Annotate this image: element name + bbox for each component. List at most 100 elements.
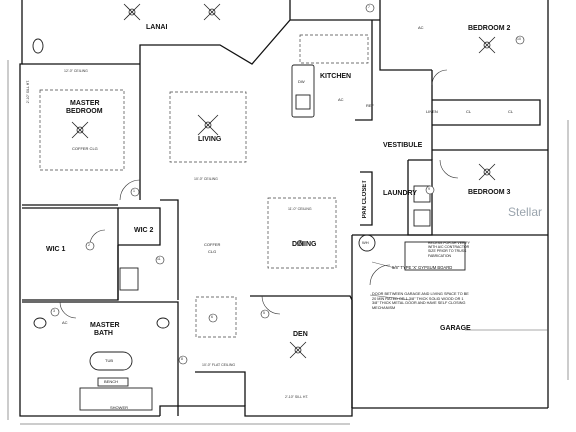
wic-walls	[22, 207, 119, 301]
garage-ac-pad	[404, 241, 466, 271]
marker-10: 10	[517, 37, 521, 41]
wic2-walls	[118, 207, 161, 246]
room-label-kitchen: KITCHEN	[320, 73, 352, 80]
ref-label: REF	[366, 103, 374, 108]
ceiling-label-master: 12'-0" CEILING	[64, 69, 88, 73]
door-swing-den	[261, 295, 281, 315]
bath-ceiling-box	[195, 296, 237, 338]
sill-height-bottom: 2'-10" SILL HT.	[285, 395, 309, 399]
kitchen-dashed-box	[299, 34, 369, 64]
living-coffer-box	[169, 91, 247, 163]
door-swing-bed3	[439, 159, 459, 179]
kitchen-east-wall	[355, 20, 373, 121]
garage-door-note: DOOR BETWEEN GARAGE AND LIVING SPACE TO …	[372, 292, 469, 310]
sink-bath-2	[156, 317, 170, 329]
room-label-bedroom2: BEDROOM 2	[468, 25, 511, 32]
master-bath-walls	[22, 301, 179, 416]
wh-label: WH	[362, 240, 369, 245]
fan-dining	[297, 240, 303, 246]
room-label-dining: DINING	[292, 241, 317, 248]
marker-circle-10	[155, 255, 165, 265]
room-label-bedroom3: BEDROOM 3	[468, 189, 511, 196]
ac-label-kitchen: AC	[338, 97, 344, 102]
exterior-wall-north-west	[19, 0, 160, 417]
fan-master-bedroom	[71, 121, 89, 139]
room-label-wic1: WIC 1	[46, 246, 66, 253]
marker-1: 1	[133, 189, 135, 193]
room-label-master-bath-1: MASTER	[90, 322, 120, 329]
marker-circle-2	[85, 241, 95, 251]
hall-wall	[160, 199, 179, 300]
coffer-clg-line2: CLG	[208, 249, 217, 254]
coffer-clg-line1: COFFER	[204, 242, 221, 247]
laundry-walls	[407, 159, 433, 236]
leader-door-note	[369, 294, 411, 301]
marker-3: 3	[53, 309, 55, 313]
ceiling-label-flat: 10'-0" FLAT CEILING	[202, 363, 236, 367]
room-label-master-bedroom-2: BEDROOM	[66, 108, 103, 115]
shower-label: SHOWER	[110, 405, 128, 410]
marker-circle-5	[208, 313, 218, 323]
marker-circle-4	[260, 309, 270, 319]
ceiling-label-living: 10'-0" CEILING	[194, 177, 218, 181]
leader-gypsum	[371, 261, 396, 269]
toilet-master	[119, 267, 139, 291]
shower	[79, 387, 153, 411]
room-label-garage: GARAGE	[440, 325, 471, 332]
dryer	[413, 209, 431, 227]
closet-walls	[195, 371, 246, 406]
watermark-text: Stellar	[508, 205, 543, 219]
door-swing-master	[119, 179, 141, 201]
room-label-wic2: WIC 2	[134, 227, 154, 234]
water-heater	[358, 234, 376, 252]
cl-label-2: CL	[508, 109, 514, 114]
ceiling-label-dining: 11'-0" CEILING	[288, 207, 312, 211]
sink	[295, 94, 311, 110]
room-label-den: DEN	[293, 331, 308, 338]
ac-label-master: AC	[62, 320, 68, 325]
sink-bath-1	[33, 317, 47, 329]
marker-circle-8	[425, 185, 435, 195]
marker-11: 11	[157, 257, 161, 261]
bedroom2-wall	[379, 0, 432, 71]
room-label-living: LIVING	[198, 136, 222, 143]
exterior-wall-south	[159, 405, 548, 417]
room-label-pan-closet: PAN CLOSET	[362, 180, 368, 219]
pan-closet-walls	[360, 171, 373, 226]
fan-bedroom3	[478, 163, 496, 181]
dw-label: DW	[298, 79, 305, 84]
gypsum-note: 5/8" TYPE 'X' GYPSUM BOARD	[392, 265, 453, 270]
fan-lanai-2	[203, 3, 221, 21]
door-swing-bath	[59, 301, 77, 319]
marker-6: 6	[211, 315, 213, 319]
door-swing-bed2	[431, 69, 448, 86]
bench-label: BENCH	[104, 379, 119, 384]
marker-5: 5	[263, 311, 265, 315]
fan-bedroom2	[478, 36, 496, 54]
room-label-lanai: LANAI	[146, 24, 168, 31]
room-label-master-bath-2: BATH	[94, 330, 113, 337]
kitchen-island	[291, 64, 315, 118]
marker-8: 8	[181, 357, 183, 361]
master-bedroom-coffer: COFFER CLG	[72, 146, 98, 151]
bathtub	[89, 351, 133, 371]
marker-2: 2	[88, 243, 90, 247]
marker-9: 9	[428, 187, 430, 191]
cl-label-1: CL	[466, 109, 472, 114]
marker-circle-9	[515, 35, 525, 45]
tub-label: TUB	[105, 358, 113, 363]
bedroom-closet-walls	[432, 99, 541, 126]
ac-label-bed2: AC	[418, 25, 424, 30]
fan-lanai	[123, 3, 141, 21]
marker-circle-3	[50, 307, 60, 317]
room-label-master-bedroom-1: MASTER	[70, 100, 100, 107]
linen-label: LINEN	[426, 109, 438, 114]
room-label-laundry: LAUNDRY	[383, 190, 417, 197]
door-swing-garage	[369, 264, 391, 286]
marker-circle-1	[130, 187, 140, 197]
fan-living	[197, 114, 219, 136]
dining-coffer-box	[267, 197, 337, 269]
sill-height-left: 2'-10" SILL HT.	[26, 80, 30, 104]
marker-circle-6	[365, 3, 375, 13]
